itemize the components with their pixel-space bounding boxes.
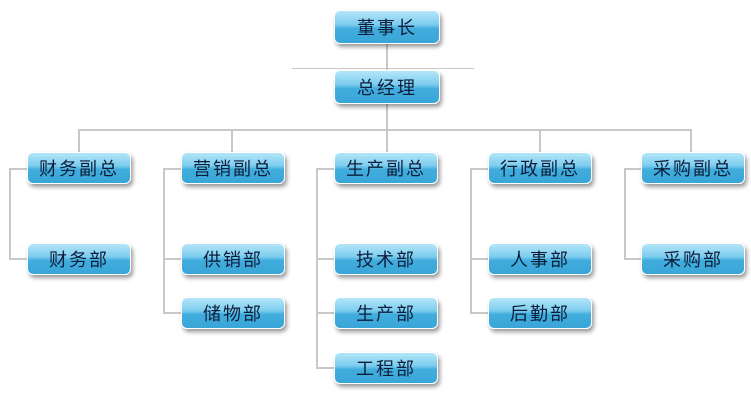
connector-finance-stub-top (9, 168, 29, 170)
connector-gm-down (386, 102, 388, 130)
node-dept-hr[interactable]: 人事部 (488, 243, 592, 275)
connector-drop-marketing (231, 129, 233, 154)
connector-admin-stub-1 (470, 258, 490, 260)
connector-production-stub-3 (316, 367, 336, 369)
node-dept-logistics[interactable]: 后勤部 (488, 297, 592, 329)
connector-admin-spine (470, 168, 472, 313)
node-vp-production[interactable]: 生产副总 (334, 152, 438, 184)
connector-marketing-spine (163, 168, 165, 313)
connector-vp-bus (78, 129, 692, 131)
connector-marketing-stub-1 (163, 258, 183, 260)
node-dept-engineering[interactable]: 工程部 (334, 352, 438, 384)
node-vp-admin[interactable]: 行政副总 (488, 152, 592, 184)
connector-production-stub-1 (316, 258, 336, 260)
connector-marketing-stub-top (163, 168, 183, 170)
node-dept-production[interactable]: 生产部 (334, 297, 438, 329)
connector-chairman-gm (386, 42, 388, 70)
node-dept-supply-sales[interactable]: 供销部 (181, 243, 285, 275)
node-vp-marketing[interactable]: 营销副总 (181, 152, 285, 184)
node-dept-finance[interactable]: 财务部 (27, 243, 131, 275)
connector-finance-spine (9, 168, 11, 259)
node-vp-finance[interactable]: 财务副总 (27, 152, 131, 184)
connector-purchasing-spine (624, 168, 626, 259)
connector-purchasing-stub-1 (624, 258, 644, 260)
node-dept-purchasing[interactable]: 采购部 (641, 243, 745, 275)
connector-drop-admin (539, 129, 541, 154)
connector-drop-production (386, 129, 388, 154)
connector-production-stub-top (316, 168, 336, 170)
node-chairman[interactable]: 董事长 (334, 10, 440, 44)
node-vp-purchasing[interactable]: 采购副总 (641, 152, 745, 184)
separator-line (292, 68, 474, 69)
connector-marketing-stub-2 (163, 312, 183, 314)
connector-purchasing-stub-top (624, 168, 644, 170)
connector-drop-purchasing (690, 129, 692, 154)
connector-admin-stub-top (470, 168, 490, 170)
node-general-manager[interactable]: 总经理 (334, 70, 440, 104)
connector-production-stub-2 (316, 312, 336, 314)
connector-drop-finance (78, 129, 80, 154)
node-dept-storage[interactable]: 储物部 (181, 297, 285, 329)
connector-admin-stub-2 (470, 312, 490, 314)
connector-finance-stub-1 (9, 258, 29, 260)
connector-production-spine (316, 168, 318, 368)
node-dept-technology[interactable]: 技术部 (334, 243, 438, 275)
